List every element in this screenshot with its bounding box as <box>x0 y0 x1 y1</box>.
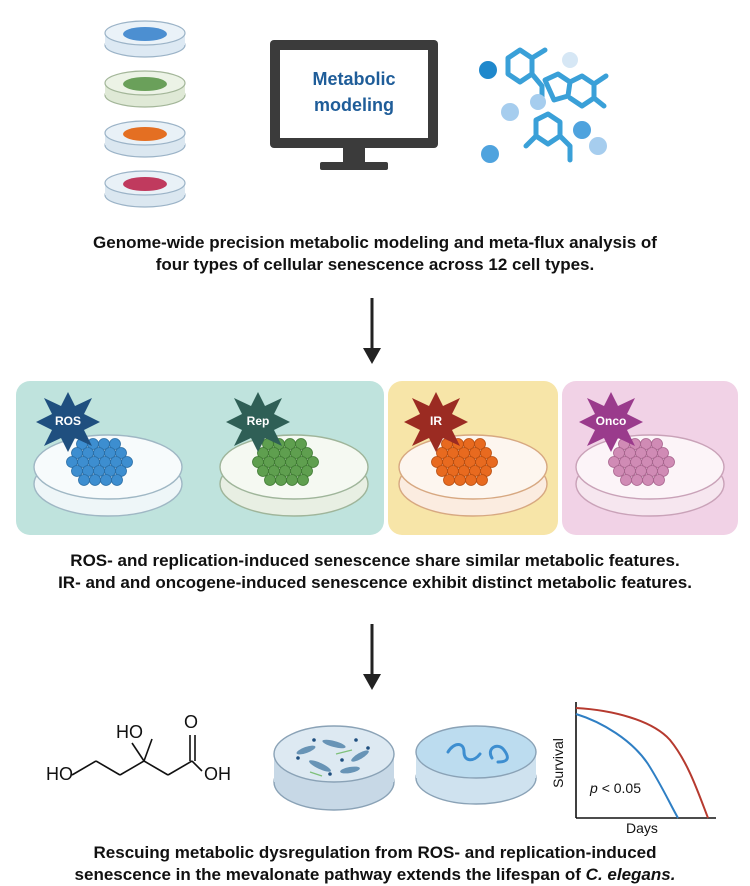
computer-monitor-icon <box>270 40 438 170</box>
bottom-caption-line1: Rescuing metabolic dysregulation from RO… <box>93 843 657 862</box>
dish-ros <box>33 434 183 517</box>
worm-dish <box>415 725 537 805</box>
bottom-caption-species: C. elegans. <box>585 865 676 884</box>
dish-blue <box>104 20 186 58</box>
monitor-text-line2: modeling <box>314 95 394 115</box>
monitor-text: Metabolic modeling <box>280 66 428 118</box>
top-caption-line2: four types of cellular senescence across… <box>155 255 595 274</box>
survival-plot <box>575 702 716 819</box>
dish-green <box>104 70 186 108</box>
monitor-text-line1: Metabolic <box>312 69 396 89</box>
top-caption: Genome-wide precision metabolic modeling… <box>0 232 750 276</box>
survival-p-prefix: p <box>590 780 598 796</box>
survival-pvalue: p < 0.05 <box>590 780 641 796</box>
bottom-caption-line2: senescence in the mevalonate pathway ext… <box>0 864 750 886</box>
dish-rep <box>219 434 369 517</box>
dish-ir <box>398 434 548 517</box>
dish-red <box>104 170 186 208</box>
label-rep: Rep <box>246 414 270 428</box>
molecule-ball <box>479 61 497 79</box>
starburst-rep <box>226 392 290 452</box>
bottom-caption-line2-text: senescence in the mevalonate pathway ext… <box>74 865 586 884</box>
middle-caption-line1: ROS- and replication-induced senescence … <box>70 551 680 570</box>
curve-red <box>575 707 709 819</box>
starburst-ros <box>36 392 100 452</box>
middle-caption: ROS- and replication-induced senescence … <box>0 550 750 594</box>
curve-blue <box>575 713 679 819</box>
molecules-illustration <box>479 47 609 163</box>
survival-p-value: < 0.05 <box>601 780 642 796</box>
molecule-label-ho-top: HO <box>116 722 143 742</box>
top-caption-line1: Genome-wide precision metabolic modeling… <box>93 233 657 252</box>
molecule-label-o: O <box>184 712 199 732</box>
dish-onco <box>575 434 725 517</box>
survival-ylabel: Survival <box>550 738 566 788</box>
mevalonate-molecule <box>71 735 203 776</box>
survival-xlabel: Days <box>626 820 658 836</box>
starburst-ir <box>404 392 468 452</box>
c-elegans-worm-icon <box>446 743 509 764</box>
molecule-ball <box>501 103 519 121</box>
down-arrow-2 <box>363 624 381 690</box>
starburst-onco <box>579 392 643 452</box>
fibroblast-dish <box>273 725 395 811</box>
molecule-ball <box>589 137 607 155</box>
senescence-dishes <box>33 392 725 517</box>
molecule-label-ho-left: HO <box>46 764 73 784</box>
molecule-ball <box>530 94 546 110</box>
down-arrow-1 <box>363 298 381 364</box>
molecule-ball <box>481 145 499 163</box>
bottom-caption: Rescuing metabolic dysregulation from RO… <box>0 842 750 886</box>
molecule-label-oh-right: OH <box>204 764 231 784</box>
label-onco: Onco <box>595 414 627 428</box>
dish-orange <box>104 120 186 158</box>
label-ir: IR <box>430 414 442 428</box>
molecule-ball <box>573 121 591 139</box>
petri-dish-stack <box>104 20 186 208</box>
label-ros: ROS <box>54 414 81 428</box>
molecule-ball <box>562 52 578 68</box>
middle-caption-line2: IR- and and oncogene-induced senescence … <box>58 573 692 592</box>
